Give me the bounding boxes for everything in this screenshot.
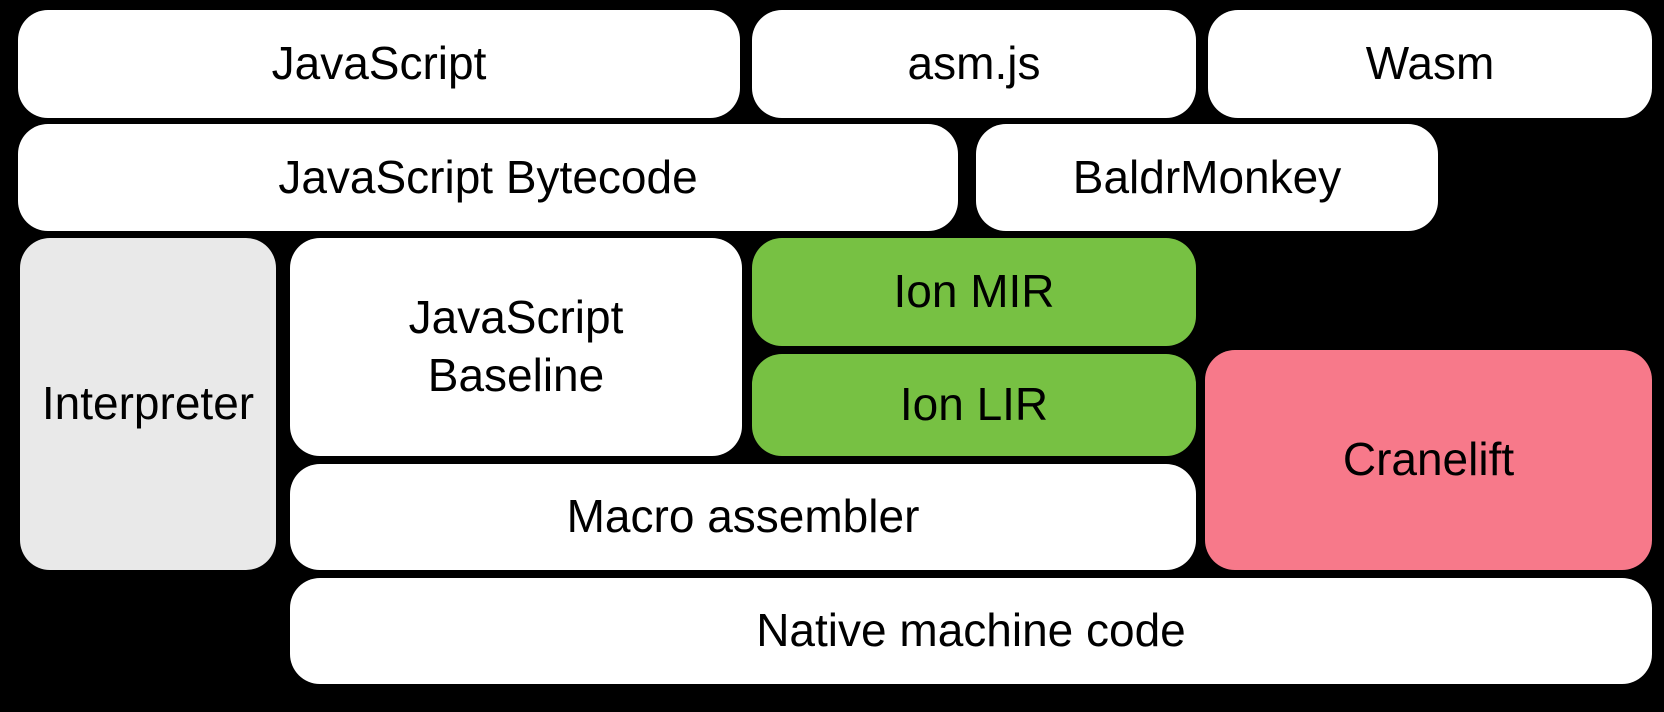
box-wasm: Wasm xyxy=(1208,10,1652,118)
box-baldrmonkey-label: BaldrMonkey xyxy=(1072,150,1342,203)
box-ion-lir-label: Ion LIR xyxy=(899,378,1049,431)
box-javascript-baseline-label: JavaScript Baseline xyxy=(408,291,624,401)
box-native-machine-code: Native machine code xyxy=(290,578,1652,684)
box-macro-assembler: Macro assembler xyxy=(290,464,1196,570)
box-javascript-label: JavaScript xyxy=(271,37,487,90)
box-cranelift-label: Cranelift xyxy=(1342,433,1515,486)
box-ion-lir: Ion LIR xyxy=(752,354,1196,456)
box-javascript-bytecode-label: JavaScript Bytecode xyxy=(278,150,698,203)
box-asmjs-label: asm.js xyxy=(907,37,1041,90)
box-ion-mir: Ion MIR xyxy=(752,238,1196,346)
box-javascript-bytecode: JavaScript Bytecode xyxy=(18,124,958,231)
box-interpreter: Interpreter xyxy=(20,238,276,570)
box-interpreter-label: Interpreter xyxy=(41,377,255,430)
box-native-machine-code-label: Native machine code xyxy=(756,604,1186,657)
box-macro-assembler-label: Macro assembler xyxy=(566,490,920,543)
box-cranelift: Cranelift xyxy=(1205,350,1652,570)
box-javascript-baseline: JavaScript Baseline xyxy=(290,238,742,456)
box-ion-mir-label: Ion MIR xyxy=(893,265,1055,318)
box-wasm-label: Wasm xyxy=(1365,37,1495,90)
box-baldrmonkey: BaldrMonkey xyxy=(976,124,1438,231)
box-javascript: JavaScript xyxy=(18,10,740,118)
box-asmjs: asm.js xyxy=(752,10,1196,118)
